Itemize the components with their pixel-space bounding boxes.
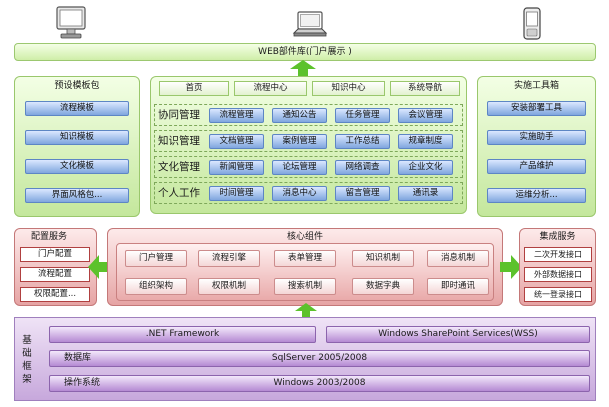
preset-templates-panel: 预设模板包 流程模板 知识模板 文化模板 界面风格包... (14, 76, 140, 217)
database-value: SqlServer 2005/2008 (271, 353, 368, 363)
core-permission-mech[interactable]: 权限机制 (198, 278, 260, 295)
module-doc-mgmt[interactable]: 文档管理 (209, 134, 264, 149)
config-permission[interactable]: 权限配置... (20, 287, 90, 302)
collab-management-label: 协同管理 (158, 109, 200, 121)
knowledge-management-row: 知识管理 文档管理 案例管理 工作总结 规章制度 (154, 130, 463, 152)
foundation-panel: 基 础 框 架 .NET Framework Windows SharePoin… (14, 317, 596, 401)
template-ui-style[interactable]: 界面风格包... (25, 188, 129, 203)
core-components-grid: 门户管理 流程引擎 表单管理 知识机制 消息机制 组织架构 权限机制 搜索机制 … (116, 243, 494, 301)
config-service-title: 配置服务 (31, 232, 68, 242)
tool-ops-analysis[interactable]: 运维分析... (487, 188, 586, 203)
core-search-mech[interactable]: 搜索机制 (274, 278, 336, 295)
tab-home[interactable]: 首页 (159, 81, 229, 96)
module-task-mgmt[interactable]: 任务管理 (335, 108, 390, 123)
template-process[interactable]: 流程模板 (25, 101, 129, 116)
net-framework-bar[interactable]: .NET Framework (49, 326, 316, 343)
culture-management-label: 文化管理 (158, 161, 200, 173)
personal-work-row: 个人工作 时间管理 消息中心 留言管理 通讯录 (154, 182, 463, 204)
module-process-mgmt[interactable]: 流程管理 (209, 108, 264, 123)
desktop-monitor-icon (56, 6, 86, 39)
core-components-panel: 核心组件 门户管理 流程引擎 表单管理 知识机制 消息机制 组织架构 权限机制 … (107, 228, 503, 306)
arrow-up-icon (290, 60, 316, 78)
integration-dev-api[interactable]: 二次开发接口 (524, 247, 592, 262)
module-case-mgmt[interactable]: 案例管理 (272, 134, 327, 149)
net-framework-label: .NET Framework (145, 329, 220, 339)
module-corp-culture[interactable]: 企业文化 (398, 160, 453, 175)
tool-install-deploy[interactable]: 安装部署工具 (487, 101, 586, 116)
arrow-right-icon (500, 255, 522, 279)
module-contacts[interactable]: 通讯录 (398, 186, 453, 201)
os-label: 操作系统 (64, 378, 101, 388)
template-culture[interactable]: 文化模板 (25, 159, 129, 174)
culture-management-row: 文化管理 新闻管理 论坛管理 网络调查 企业文化 (154, 156, 463, 178)
tab-knowledge-center[interactable]: 知识中心 (312, 81, 385, 96)
tab-process-center[interactable]: 流程中心 (234, 81, 307, 96)
module-survey[interactable]: 网络调查 (335, 160, 390, 175)
arrow-up-icon (295, 303, 317, 321)
preset-templates-title: 预设模板包 (54, 81, 100, 91)
module-time-mgmt[interactable]: 时间管理 (209, 186, 264, 201)
tab-system-nav[interactable]: 系统导航 (390, 81, 460, 96)
core-knowledge-mech[interactable]: 知识机制 (352, 250, 414, 267)
database-label: 数据库 (64, 353, 92, 363)
integration-sso[interactable]: 统一登录接口 (524, 287, 592, 302)
integration-external-data[interactable]: 外部数据接口 (524, 267, 592, 282)
database-bar[interactable]: 数据库 SqlServer 2005/2008 (49, 350, 590, 367)
personal-work-label: 个人工作 (158, 187, 200, 199)
template-knowledge[interactable]: 知识模板 (25, 130, 129, 145)
core-instant-msg[interactable]: 即时通讯 (427, 278, 489, 295)
config-portal[interactable]: 门户配置 (20, 247, 90, 262)
core-portal-mgmt[interactable]: 门户管理 (125, 250, 187, 267)
module-message-center[interactable]: 消息中心 (272, 186, 327, 201)
os-value: Windows 2003/2008 (273, 378, 366, 388)
arrow-left-icon (88, 255, 110, 279)
core-message-mech[interactable]: 消息机制 (427, 250, 489, 267)
core-components-title: 核心组件 (286, 232, 323, 242)
laptop-icon (292, 11, 328, 37)
os-bar[interactable]: 操作系统 Windows 2003/2008 (49, 375, 590, 392)
foundation-vertical-label: 基 础 框 架 (22, 335, 32, 385)
tools-title: 实施工具箱 (513, 81, 559, 91)
core-org-structure[interactable]: 组织架构 (125, 278, 187, 295)
module-regulations[interactable]: 规章制度 (398, 134, 453, 149)
collab-management-row: 协同管理 流程管理 通知公告 任务管理 会议管理 (154, 104, 463, 126)
config-process[interactable]: 流程配置 (20, 267, 90, 282)
tool-product-maint[interactable]: 产品维护 (487, 159, 586, 174)
tool-impl-assistant[interactable]: 实施助手 (487, 130, 586, 145)
module-notice[interactable]: 通知公告 (272, 108, 327, 123)
config-service-panel: 配置服务 门户配置 流程配置 权限配置... (14, 228, 97, 306)
module-news-mgmt[interactable]: 新闻管理 (209, 160, 264, 175)
portal-modules-panel: 首页 流程中心 知识中心 系统导航 协同管理 流程管理 通知公告 任务管理 会议… (150, 76, 467, 214)
module-meeting-mgmt[interactable]: 会议管理 (398, 108, 453, 123)
wss-bar[interactable]: Windows SharePoint Services(WSS) (326, 326, 590, 343)
module-guestbook[interactable]: 留言管理 (335, 186, 390, 201)
web-parts-bar: WEB部件库(门户展示 ) (14, 43, 596, 61)
tools-panel: 实施工具箱 安装部署工具 实施助手 产品维护 运维分析... (477, 76, 596, 217)
mobile-phone-icon (523, 7, 541, 40)
core-form-mgmt[interactable]: 表单管理 (274, 250, 336, 267)
module-work-summary[interactable]: 工作总结 (335, 134, 390, 149)
core-data-dictionary[interactable]: 数据字典 (352, 278, 414, 295)
knowledge-management-label: 知识管理 (158, 135, 200, 147)
wss-label: Windows SharePoint Services(WSS) (378, 329, 538, 339)
integration-service-panel: 集成服务 二次开发接口 外部数据接口 统一登录接口 (519, 228, 596, 306)
module-forum-mgmt[interactable]: 论坛管理 (272, 160, 327, 175)
integration-service-title: 集成服务 (539, 232, 576, 242)
core-process-engine[interactable]: 流程引擎 (198, 250, 260, 267)
web-parts-label: WEB部件库(门户展示 ) (258, 47, 352, 57)
